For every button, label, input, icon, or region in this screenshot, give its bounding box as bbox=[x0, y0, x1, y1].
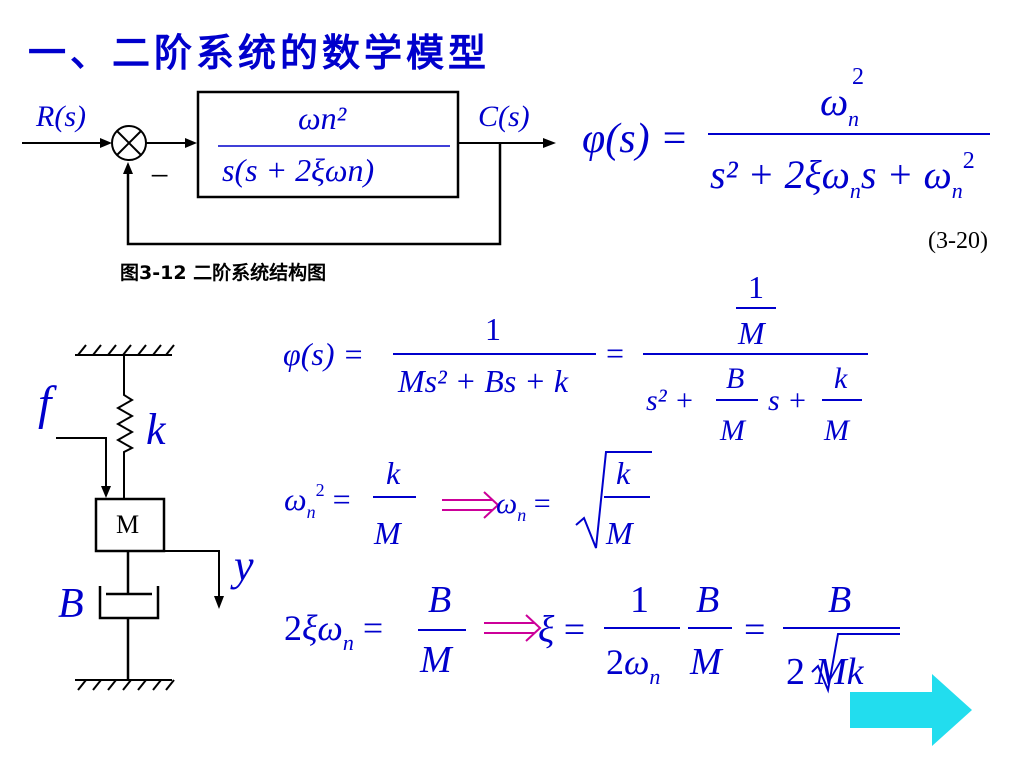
mechanical-system bbox=[56, 344, 224, 691]
sqrt-sign-icon bbox=[575, 451, 652, 549]
superscript-2: 2 bbox=[852, 64, 864, 90]
mass-block bbox=[94, 497, 166, 553]
mass-spring-lhs: φ(s) = bbox=[283, 336, 364, 372]
omega-n: ωn = bbox=[496, 487, 551, 525]
M-label: M bbox=[419, 639, 454, 681]
bottom-ground-hatch bbox=[77, 679, 175, 691]
force-arrowhead bbox=[101, 486, 111, 498]
force-label: f bbox=[38, 377, 52, 430]
B-label: B bbox=[696, 579, 719, 621]
k-label: k bbox=[616, 455, 631, 491]
forward-arrowhead bbox=[185, 138, 197, 148]
numerator-1: 1 bbox=[630, 579, 649, 621]
feedback-path bbox=[126, 143, 502, 246]
equals-sign: = bbox=[606, 335, 624, 371]
two-xi-omega-n: 2ξωn = bbox=[284, 608, 383, 655]
next-slide-button[interactable] bbox=[850, 674, 972, 746]
force-arrow-line bbox=[56, 437, 107, 490]
displacement-arrowhead bbox=[214, 596, 224, 609]
k-label: k bbox=[386, 455, 401, 491]
displacement-label: y bbox=[234, 541, 254, 590]
implies-arrow-icon bbox=[484, 614, 542, 642]
two-omega-n: 2ωn bbox=[606, 642, 660, 689]
block-diagram bbox=[22, 90, 556, 246]
sqrt-sign-icon bbox=[811, 633, 900, 694]
numerator-1: 1 bbox=[485, 311, 501, 347]
numerator-1: 1 bbox=[748, 269, 764, 305]
M-label: M bbox=[737, 315, 767, 351]
output-arrowhead bbox=[543, 138, 556, 148]
implies-arrow-icon bbox=[442, 491, 500, 519]
damper-icon bbox=[98, 551, 160, 680]
equation-fraction-bars bbox=[373, 133, 990, 631]
figure-caption: 图3-12 二阶系统结构图 bbox=[120, 262, 327, 284]
input-label: R(s) bbox=[36, 100, 86, 133]
B-label: B bbox=[828, 579, 851, 621]
right-arrow-icon[interactable] bbox=[850, 674, 972, 746]
spring-label: k bbox=[146, 405, 166, 454]
output-label: C(s) bbox=[478, 100, 530, 133]
block-numerator: ωn² bbox=[298, 100, 347, 136]
displacement-arrow-line bbox=[164, 550, 220, 600]
block-denominator: s(s + 2ξωn) bbox=[222, 152, 375, 188]
omega-n-squared: ωn2 = bbox=[284, 480, 351, 522]
slide-title: 一、二阶系统的数学模型 bbox=[28, 31, 491, 75]
mass-label: M bbox=[116, 510, 140, 539]
closed-loop-lhs: φ(s) = bbox=[582, 116, 688, 162]
B-label: B bbox=[726, 362, 744, 395]
s-term: s + bbox=[768, 384, 807, 417]
input-arrowhead bbox=[100, 138, 112, 148]
feedback-arrowhead bbox=[123, 162, 133, 174]
equals-sign: = bbox=[744, 609, 765, 651]
summing-junction-icon bbox=[111, 125, 147, 161]
M-label: M bbox=[373, 515, 403, 551]
feedback-sign: − bbox=[150, 158, 170, 195]
closed-loop-numerator: ω bbox=[820, 79, 848, 124]
transfer-function-block bbox=[196, 90, 460, 199]
M-label: M bbox=[719, 414, 747, 447]
M-label: M bbox=[605, 515, 635, 551]
s-squared: s² + bbox=[646, 384, 694, 417]
mass-spring-denominator: Ms² + Bs + k bbox=[397, 363, 569, 399]
xi-symbol: ξ = bbox=[538, 609, 585, 651]
subscript-n: n bbox=[848, 106, 859, 131]
M-label: M bbox=[823, 414, 851, 447]
equation-number: (3-20) bbox=[928, 228, 988, 254]
spring-icon bbox=[115, 355, 135, 499]
top-ground-hatch bbox=[77, 344, 175, 356]
k-label: k bbox=[834, 362, 848, 395]
damper-label: B bbox=[58, 581, 84, 627]
B-label: B bbox=[428, 579, 451, 621]
M-label: M bbox=[689, 641, 724, 683]
closed-loop-denominator: s² + 2ξωns + ωn2 bbox=[710, 148, 975, 203]
